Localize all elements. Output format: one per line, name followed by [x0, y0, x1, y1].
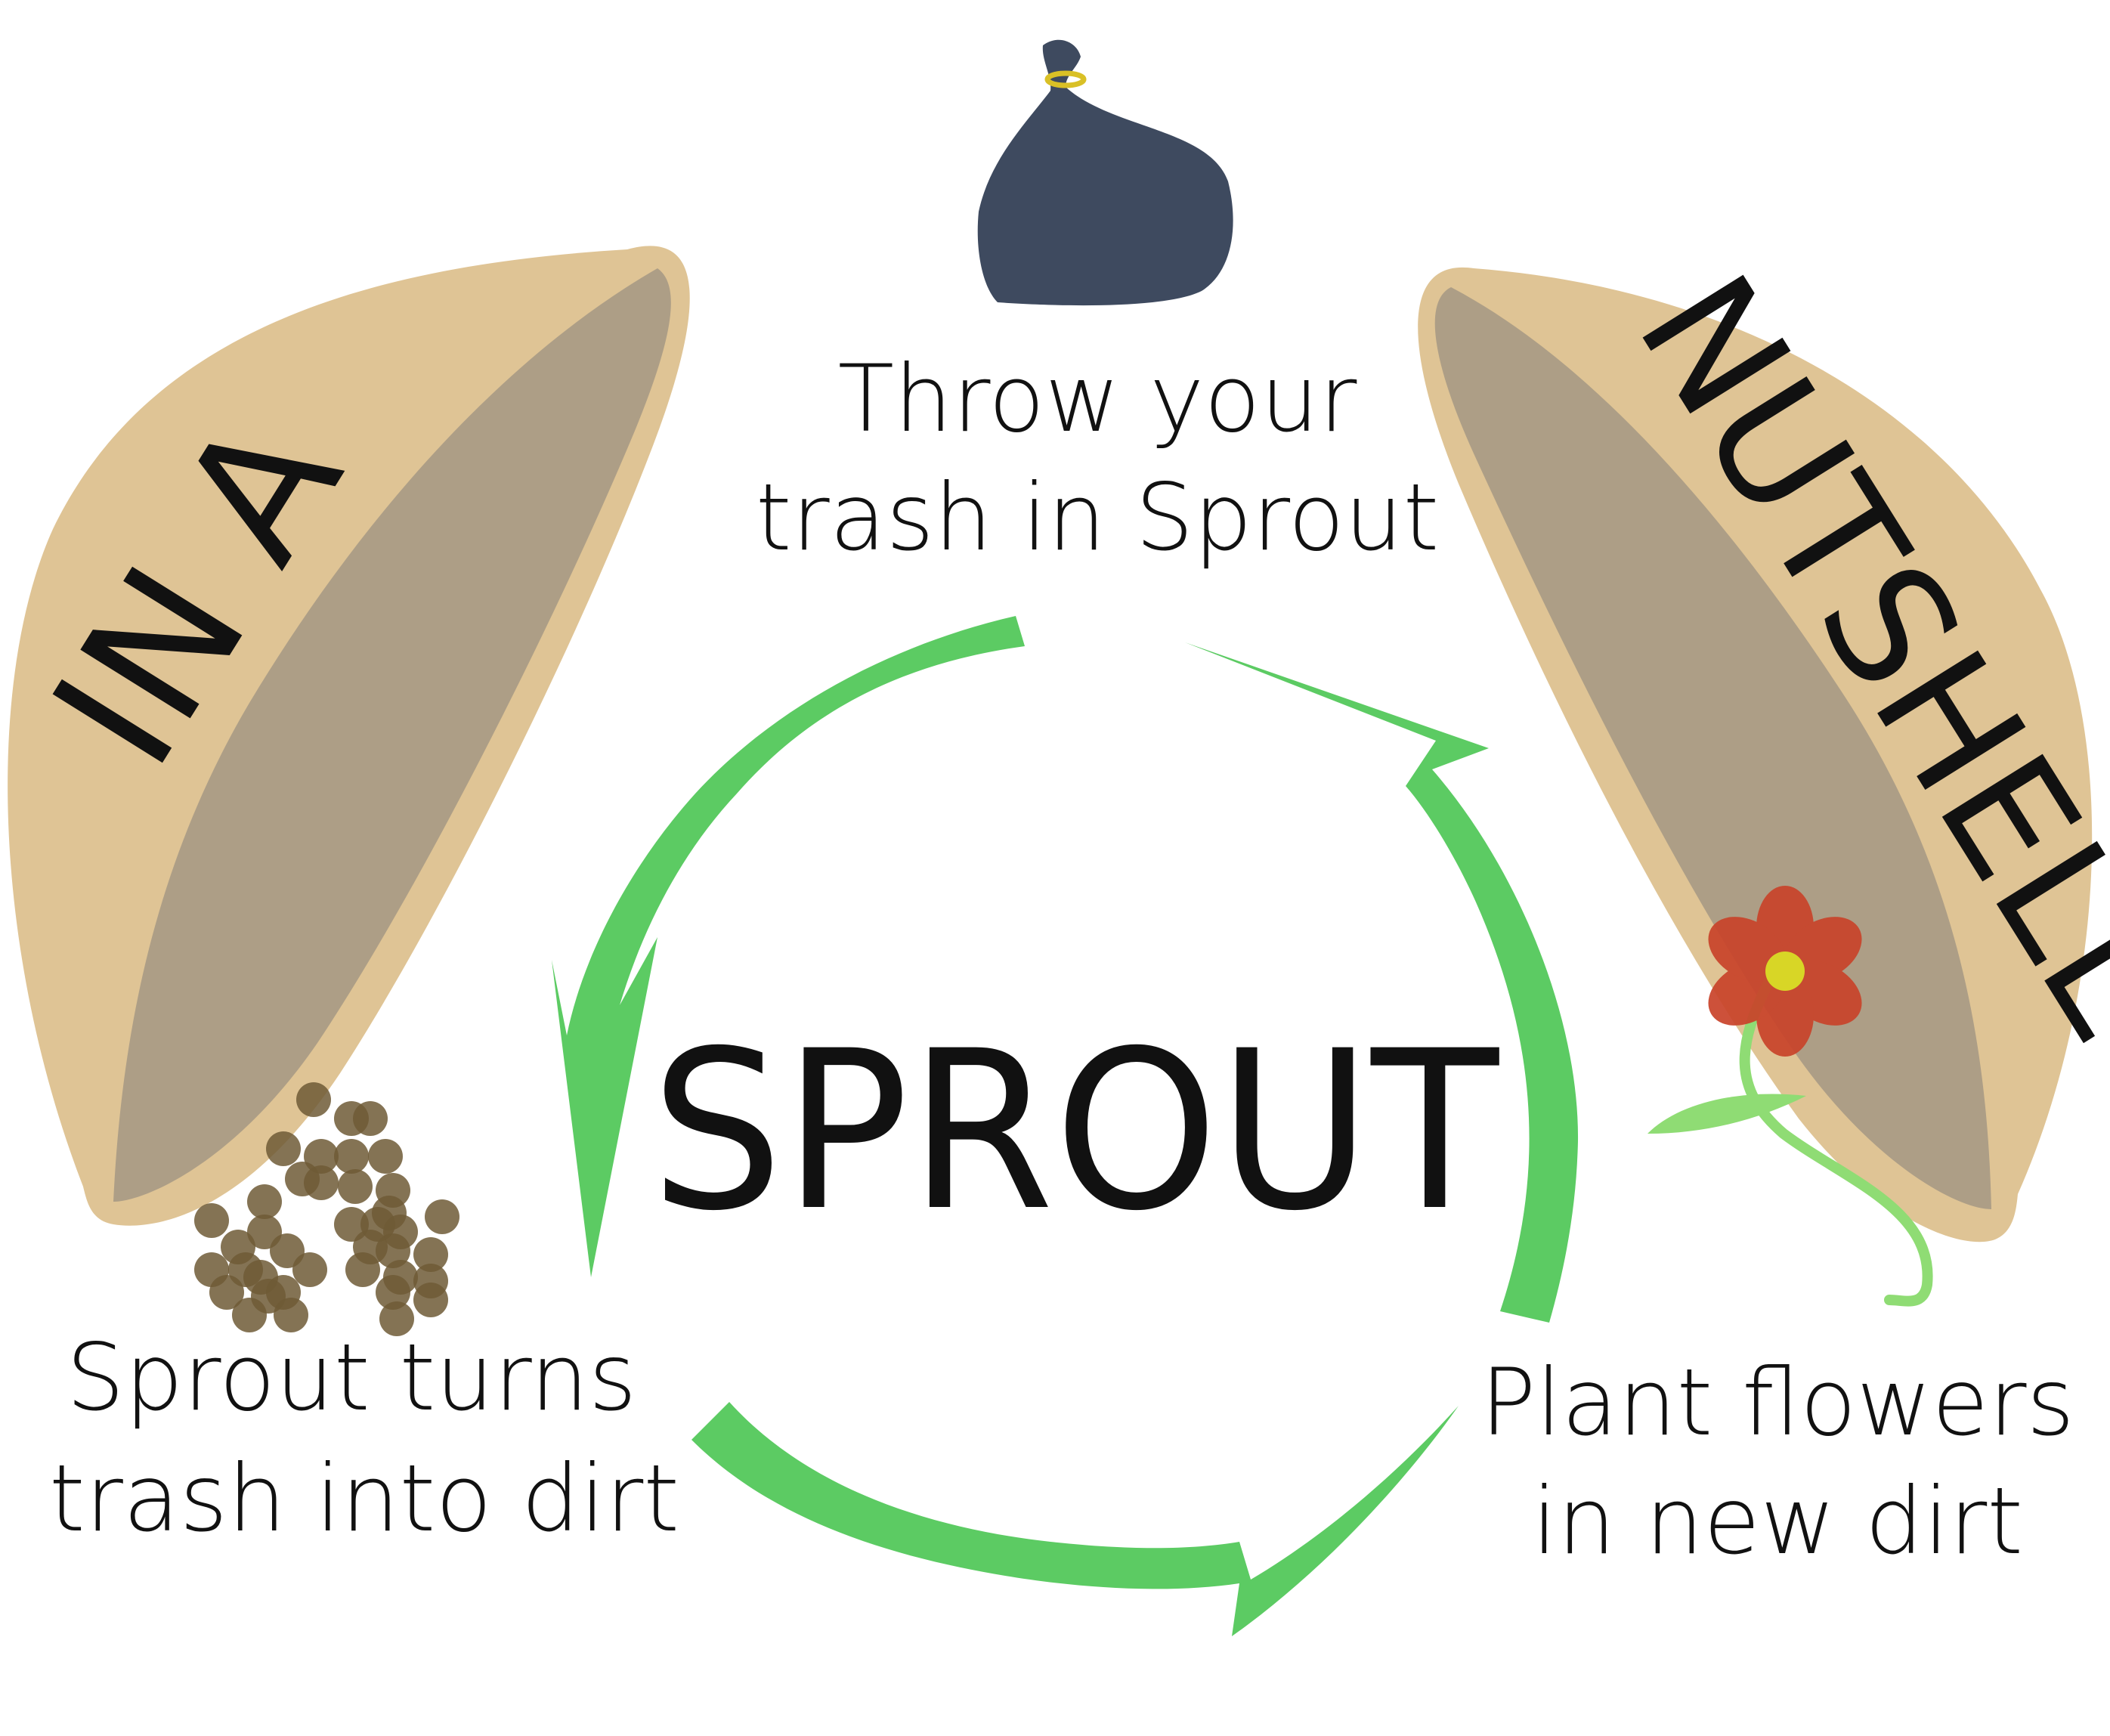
- dirt-pile-icon: [194, 1082, 459, 1336]
- flower-icon: [1647, 886, 1933, 1307]
- step-dirt-line1: Sprout turns: [67, 1324, 637, 1431]
- step-dirt: Sprout turns trash into dirt: [49, 1324, 679, 1552]
- arrow-bottom: [691, 1402, 1459, 1636]
- step-plant-line1: Plant flowers: [1480, 1349, 2074, 1456]
- step-throw-line2: trash in Sprout: [756, 464, 1440, 571]
- step-throw: Throw your trash in Sprout: [756, 345, 1440, 571]
- trash-bag-icon: [977, 39, 1233, 306]
- arrow-top-left: [552, 616, 1025, 1277]
- center-title: SPROUT: [651, 1004, 1502, 1259]
- step-plant: Plant flowers in new dirt: [1480, 1349, 2074, 1575]
- step-throw-line1: Throw your: [838, 345, 1358, 453]
- right-shell-inner: [1434, 287, 1991, 1209]
- left-shell: IN A: [8, 246, 690, 1226]
- right-shell: NUTSHELL: [1418, 244, 2110, 1242]
- arrow-right: [1185, 642, 1579, 1323]
- step-dirt-line2: trash into dirt: [49, 1445, 679, 1552]
- step-plant-line2: in new dirt: [1532, 1468, 2023, 1575]
- left-shell-inner: [113, 268, 671, 1202]
- cycle-arrows: [552, 616, 1579, 1636]
